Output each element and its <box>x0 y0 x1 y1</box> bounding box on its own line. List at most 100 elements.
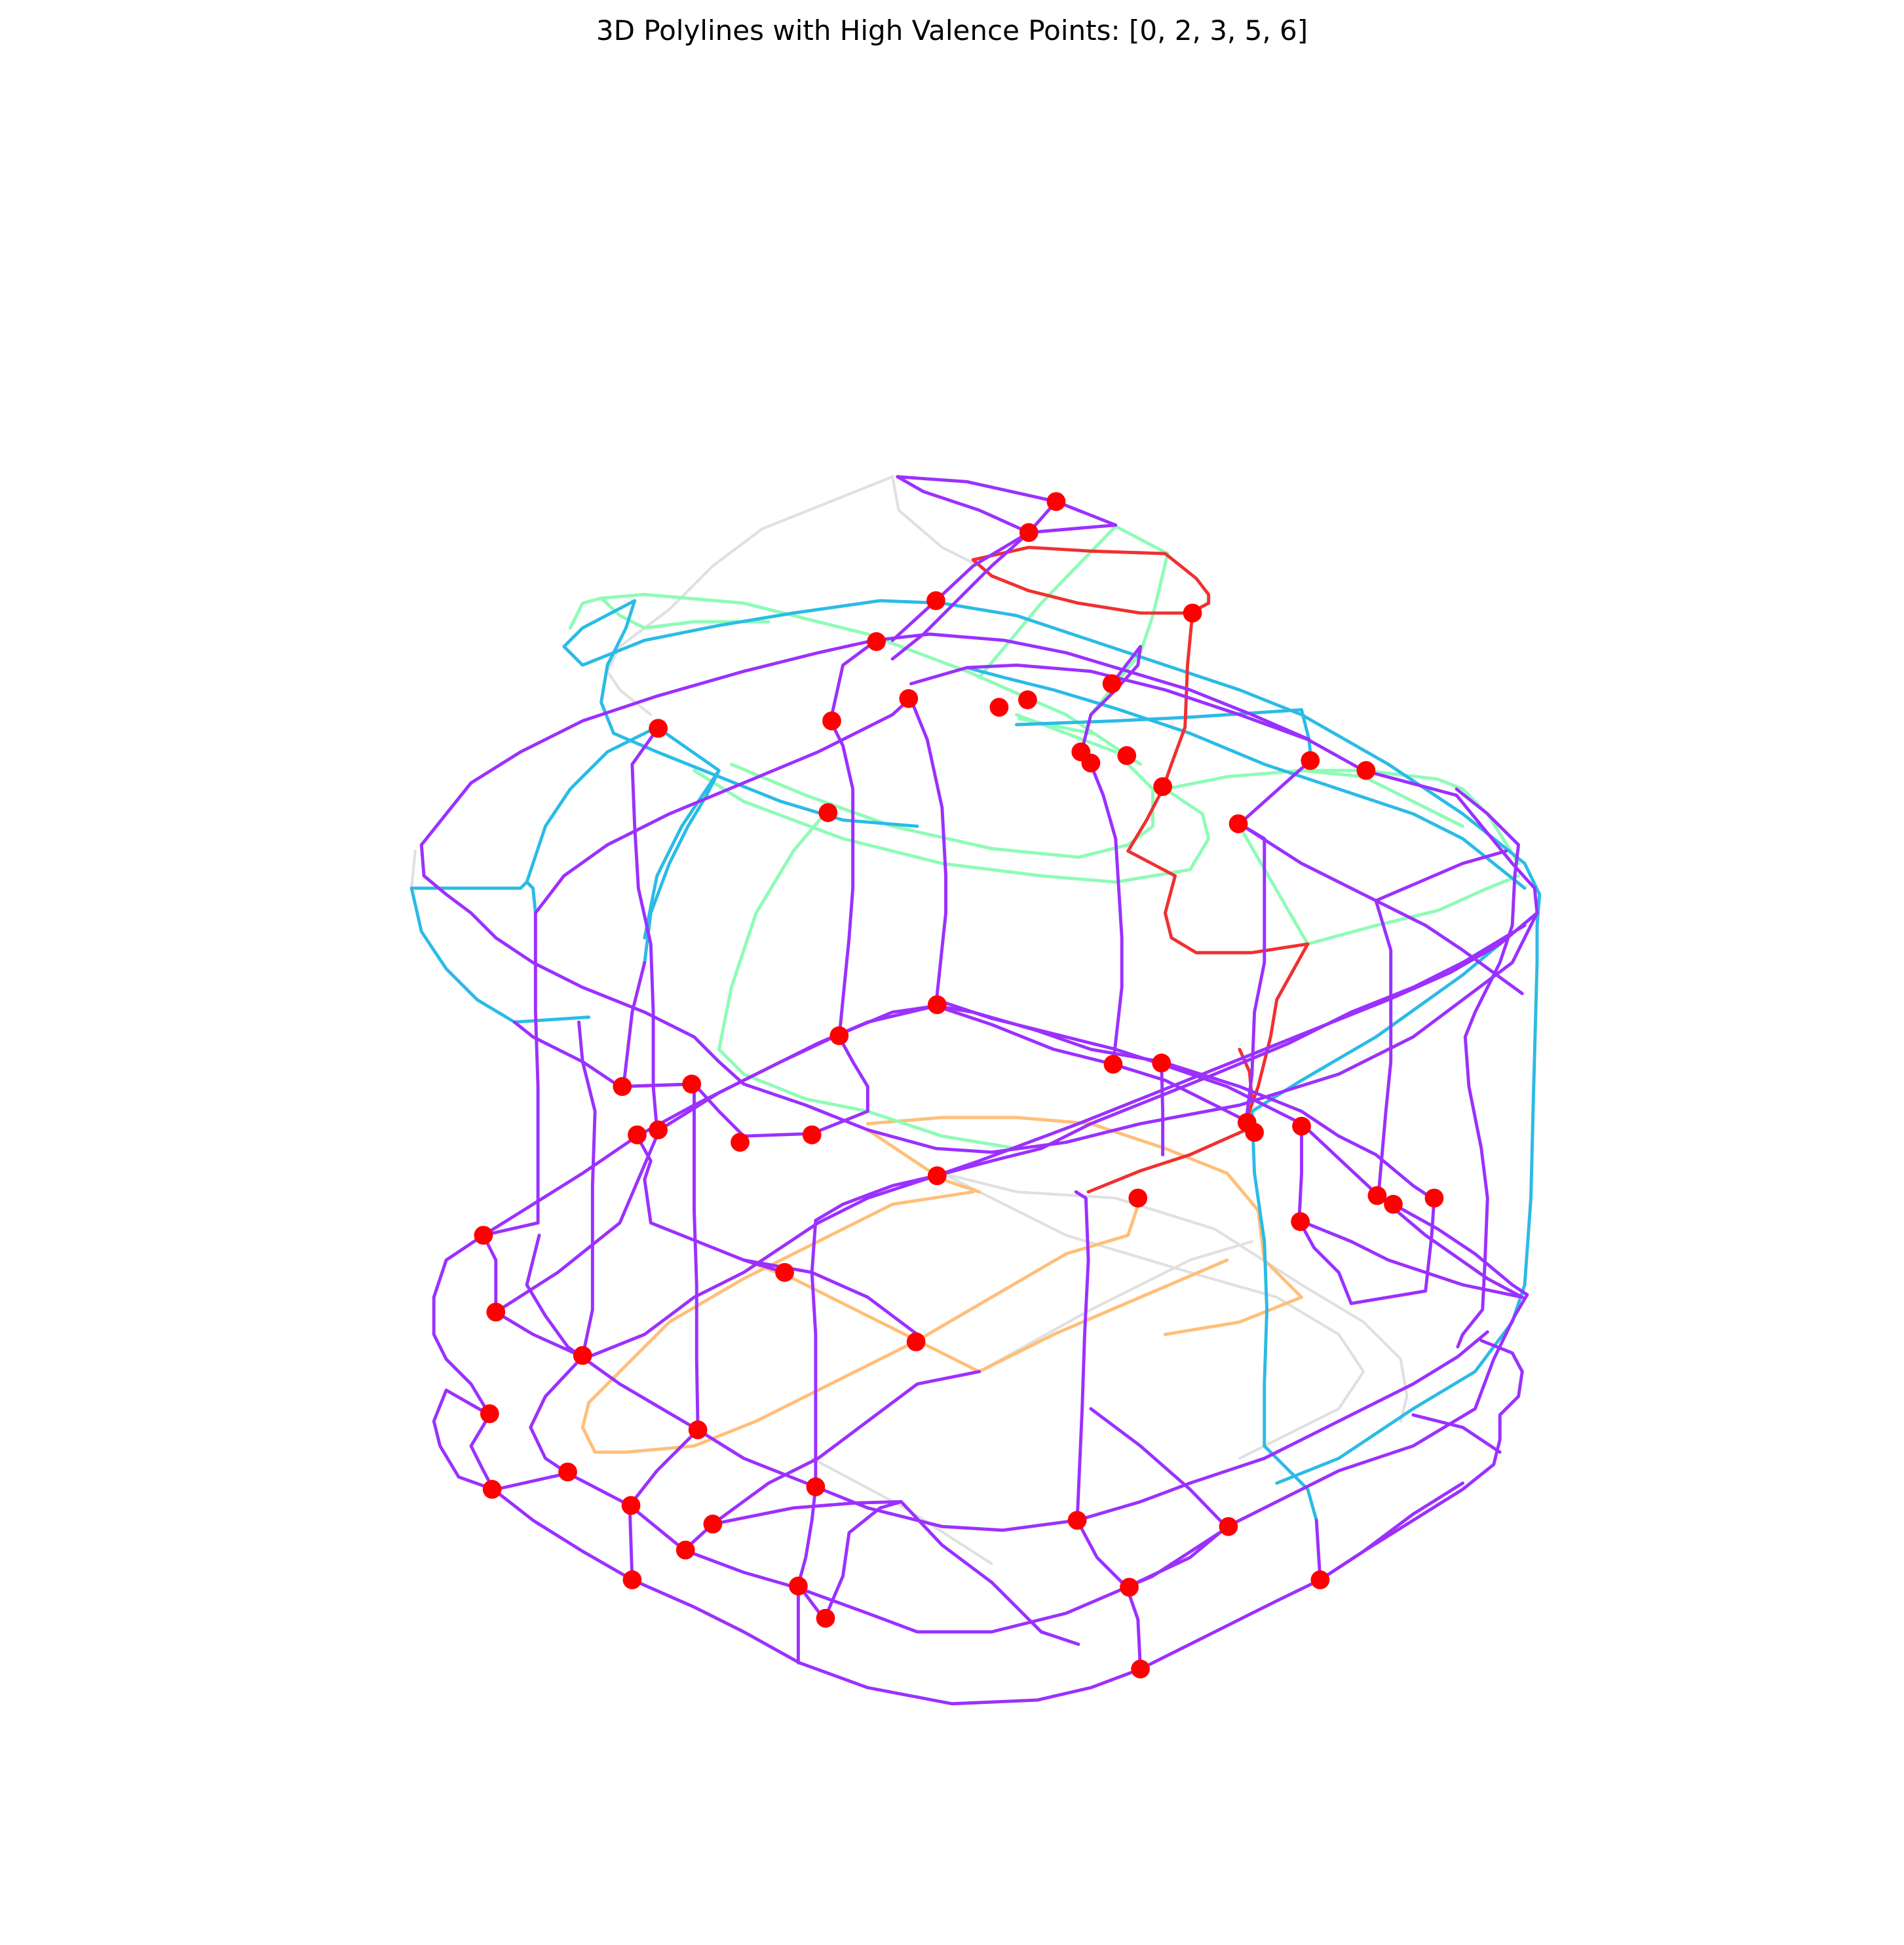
high-valence-point-53 <box>789 1576 808 1596</box>
purple-polyline-102 <box>1089 1407 1229 1530</box>
purple-polyline-82 <box>810 1174 938 1489</box>
high-valence-point-2 <box>926 591 945 611</box>
purple-polyline-64 <box>577 1020 597 1359</box>
purple-polyline-87 <box>469 1413 495 1491</box>
purple-polyline-94 <box>628 1428 700 1507</box>
purple-polyline-97 <box>796 1485 818 1587</box>
purple-polyline-57 <box>1238 822 1524 996</box>
gray-polyline-2 <box>410 850 417 890</box>
high-valence-point-12 <box>1081 753 1101 773</box>
cyan-polyline-34 <box>643 725 721 939</box>
cyan-polyline-31 <box>409 880 537 915</box>
high-valence-point-54 <box>1120 1577 1139 1597</box>
high-valence-point-55 <box>1310 1570 1330 1589</box>
purple-polyline-53 <box>1079 645 1143 756</box>
high-valence-point-8 <box>1102 674 1122 694</box>
mint-polyline-13 <box>600 593 1143 766</box>
purple-polyline-58 <box>1374 849 1508 903</box>
high-valence-point-47 <box>806 1477 826 1497</box>
high-valence-point-30 <box>1245 1123 1265 1142</box>
purple-polyline-101 <box>1125 1526 1229 1589</box>
chart-title: 3D Polylines with High Valence Points: [… <box>596 14 1308 47</box>
cyan-polyline-33 <box>525 725 659 884</box>
high-valence-point-39 <box>775 1262 794 1282</box>
mint-polyline-20 <box>1238 824 1310 946</box>
high-valence-point-28 <box>802 1125 822 1144</box>
high-valence-point-5 <box>899 689 919 708</box>
high-valence-point-45 <box>558 1462 577 1482</box>
purple-polyline-105 <box>1411 1413 1502 1454</box>
cyan-polyline-29 <box>965 666 1527 890</box>
purple-polyline-47 <box>419 843 1527 1154</box>
purple-polyline-92 <box>494 1471 569 1491</box>
purple-polyline-59 <box>1455 787 1521 1349</box>
high-valence-point-9 <box>649 719 668 738</box>
high-valence-point-42 <box>573 1346 592 1365</box>
mint-polyline-12 <box>978 524 1118 679</box>
high-valence-point-20 <box>829 1026 849 1046</box>
high-valence-point-56 <box>622 1570 642 1589</box>
purple-polyline-89 <box>491 1338 1524 1706</box>
purple-polyline-68 <box>635 1134 787 1274</box>
high-valence-point-34 <box>1367 1186 1387 1205</box>
purple-polyline-52 <box>909 698 947 1008</box>
high-valence-point-6 <box>989 698 1009 717</box>
purple-polyline-48 <box>1361 768 1539 939</box>
red-polyline-41 <box>1086 1128 1247 1194</box>
purple-polyline-51 <box>829 639 879 1039</box>
high-valence-point-41 <box>906 1332 926 1351</box>
red-polyline-39 <box>1126 611 1310 1123</box>
purple-polyline-95 <box>711 1370 981 1526</box>
purple-polyline-49 <box>909 663 1365 772</box>
high-valence-point-52 <box>676 1540 695 1560</box>
gray-polyline-1 <box>891 475 981 568</box>
purple-polyline-91 <box>525 1234 1489 1532</box>
high-valence-point-51 <box>1219 1517 1238 1536</box>
purple-polyline-75 <box>1297 1218 1524 1299</box>
cyan-polyline-30 <box>1014 708 1314 766</box>
purple-polyline-86 <box>432 1234 491 1417</box>
purple-polyline-84 <box>934 911 1539 1178</box>
purple-polyline-50 <box>533 698 911 915</box>
high-valence-point-33 <box>1128 1188 1148 1208</box>
orange-polyline-7 <box>866 1116 1303 1336</box>
high-valence-point-3 <box>1183 603 1202 623</box>
purple-polyline-62 <box>482 911 540 1237</box>
purple-polyline-72 <box>934 1004 1434 1200</box>
mint-polyline-22 <box>1017 717 1093 735</box>
mint-polyline-19 <box>1306 874 1521 946</box>
purple-polyline-78 <box>482 1134 639 1237</box>
high-valence-point-50 <box>703 1515 723 1534</box>
high-valence-point-57 <box>816 1608 835 1628</box>
high-valence-point-21 <box>1103 1055 1123 1074</box>
high-valence-point-43 <box>480 1404 499 1424</box>
red-polyline-38 <box>971 546 1211 615</box>
cyan-polyline-35 <box>643 768 721 964</box>
purple-polyline-61 <box>630 728 659 1132</box>
cyan-polyline-37 <box>1250 1109 1318 1522</box>
high-valence-point-23 <box>613 1077 632 1096</box>
high-valence-point-38 <box>474 1226 493 1245</box>
purple-polyline-73 <box>1160 1063 1165 1157</box>
mint-polyline-15 <box>568 596 603 630</box>
purple-polyline-74 <box>1297 1124 1303 1222</box>
orange-polyline-9 <box>581 1190 1143 1454</box>
high-valence-point-58 <box>1131 1659 1150 1679</box>
cyan-polyline-26 <box>562 599 1542 964</box>
purple-polyline-98 <box>796 1500 1080 1646</box>
high-valence-point-17 <box>1228 814 1248 833</box>
cyan-polyline-28 <box>600 599 919 828</box>
high-valence-point-26 <box>649 1120 668 1140</box>
purple-polyline-43 <box>896 475 1031 535</box>
purple-polyline-56 <box>1238 760 1311 825</box>
high-valence-point-16 <box>1356 761 1376 780</box>
high-valence-point-25 <box>628 1125 647 1144</box>
mint-polyline-17 <box>729 763 1154 859</box>
high-valence-point-1 <box>1019 523 1038 542</box>
purple-polyline-107 <box>711 1500 903 1526</box>
purple-polyline-85 <box>1074 1190 1090 1522</box>
high-valence-point-18 <box>818 803 838 822</box>
purple-polyline-81 <box>581 1174 938 1361</box>
orange-polyline-10 <box>742 1258 1229 1374</box>
